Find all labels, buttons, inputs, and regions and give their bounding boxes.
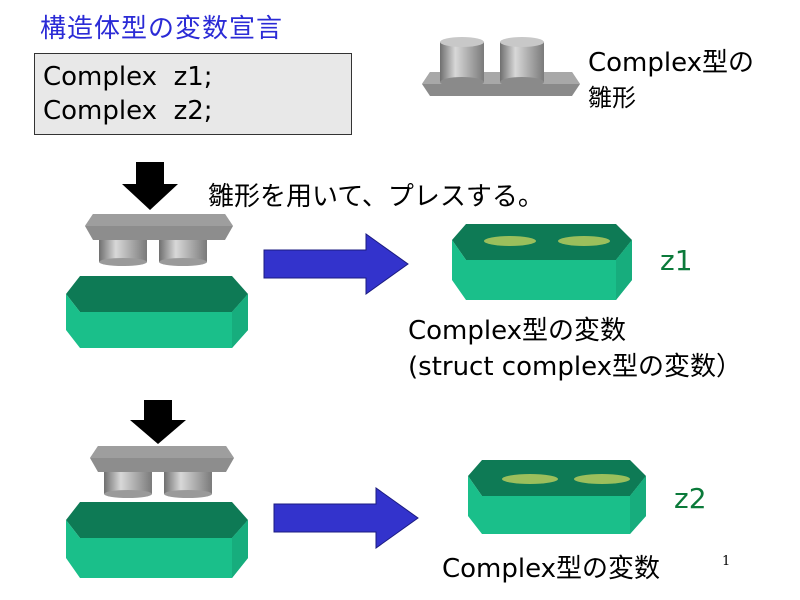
variable-name-z2: z2 (674, 482, 707, 515)
page-title: 構造体型の変数宣言 (40, 14, 284, 44)
blank-slab-2 (66, 502, 248, 578)
result1-type-line1: Complex型の変数 (408, 316, 627, 346)
mold-label-line1: Complex型の (588, 48, 755, 78)
page-number: 1 (722, 554, 731, 569)
result1-type-line2: (struct complex型の変数） (408, 352, 742, 382)
code-box: Complex z1; Complex z2; (34, 53, 352, 135)
pressed-slab-z2 (468, 460, 646, 534)
mold-label-line2: 雛形 (588, 84, 636, 112)
down-arrow-icon (122, 162, 178, 210)
down-arrow-icon (130, 400, 186, 444)
blank-slab-1 (66, 276, 248, 348)
code-line-2: Complex z2; (43, 96, 213, 126)
right-arrow-icon (263, 233, 409, 295)
result2-type-line1: Complex型の変数 (442, 554, 661, 584)
variable-name-z1: z1 (660, 244, 693, 277)
pressed-slab-z1 (452, 224, 632, 300)
press-mold-1 (85, 214, 233, 266)
code-line-1: Complex z1; (43, 62, 213, 92)
mold-illustration (422, 37, 580, 96)
press-mold-2 (90, 446, 234, 498)
press-caption: 雛形を用いて、プレスする。 (208, 182, 544, 212)
right-arrow-icon (273, 487, 419, 549)
